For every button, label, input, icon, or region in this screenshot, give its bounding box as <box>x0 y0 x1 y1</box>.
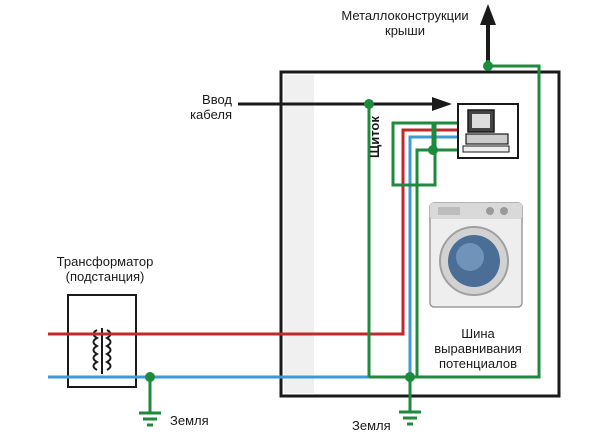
bus-label-line2: выравнивания <box>434 341 522 356</box>
transformer-coil-icon <box>92 328 112 374</box>
ground-label-right: Земля <box>352 418 391 433</box>
building-inner-shade <box>284 75 314 393</box>
bus-label: Шина выравнивания потенциалов <box>420 326 536 371</box>
roof-metal-label: Металлоконструкции крыши <box>340 8 470 38</box>
bus-label-line1: Шина <box>461 326 495 341</box>
ground-symbol-icon <box>399 410 421 426</box>
cable-input-label-line1: Ввод <box>202 92 232 107</box>
cable-input-label: Ввод кабеля <box>160 92 232 122</box>
ground-symbol-icon <box>139 411 161 427</box>
ground-label-left: Земля <box>170 413 209 428</box>
cable-input-label-line2: кабеля <box>190 107 232 122</box>
washing-machine-icon <box>429 202 523 308</box>
panel-label: Щиток <box>367 116 382 158</box>
cable-input-arrow <box>238 97 452 111</box>
roof-metal-label-line2: крыши <box>385 23 425 38</box>
junction-dots <box>145 61 493 382</box>
transformer-label: Трансформатор (подстанция) <box>30 254 180 284</box>
transformer-label-line1: Трансформатор <box>56 254 154 269</box>
roof-metal-label-line1: Металлоконструкции <box>341 8 469 23</box>
phase-line <box>48 128 458 336</box>
roof-metal-arrow <box>480 4 496 62</box>
bus-label-line3: потенциалов <box>438 356 517 371</box>
computer-icon <box>457 103 519 159</box>
transformer-label-line2: (подстанция) <box>65 269 145 284</box>
